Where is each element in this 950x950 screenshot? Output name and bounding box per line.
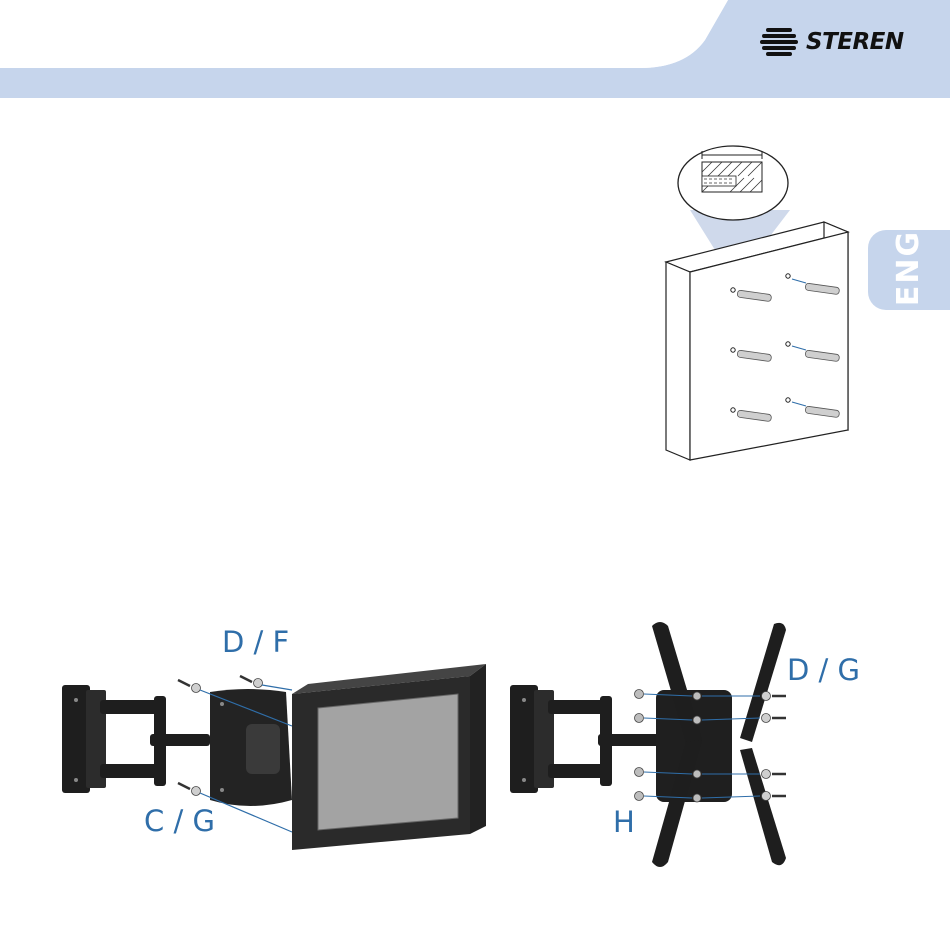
wall-slab — [666, 222, 848, 460]
brand-logo: STEREN — [760, 22, 930, 62]
screw-bottom-left — [178, 783, 201, 796]
right-screws — [762, 692, 787, 801]
tilt-plate — [210, 689, 292, 806]
callout-label: H — [613, 808, 635, 837]
steren-logo-icon — [760, 27, 800, 57]
brand-name: STEREN — [806, 31, 904, 54]
mount-to-tv-figure — [55, 655, 505, 860]
screw-top-right — [240, 676, 263, 688]
callout-label: D / G — [787, 656, 860, 685]
articulating-arms — [100, 696, 210, 786]
callout-label: D / F — [222, 628, 289, 657]
television — [292, 664, 486, 850]
magnified-detail — [678, 146, 788, 220]
wall-plate — [62, 685, 106, 793]
wall-anchor-figure — [650, 130, 860, 470]
language-label: ENG — [883, 213, 933, 323]
callout-label: C / G — [144, 807, 215, 836]
bracket-to-vesa-figure — [505, 615, 795, 880]
wall-plate — [510, 685, 554, 793]
screw-top-left — [178, 680, 201, 693]
